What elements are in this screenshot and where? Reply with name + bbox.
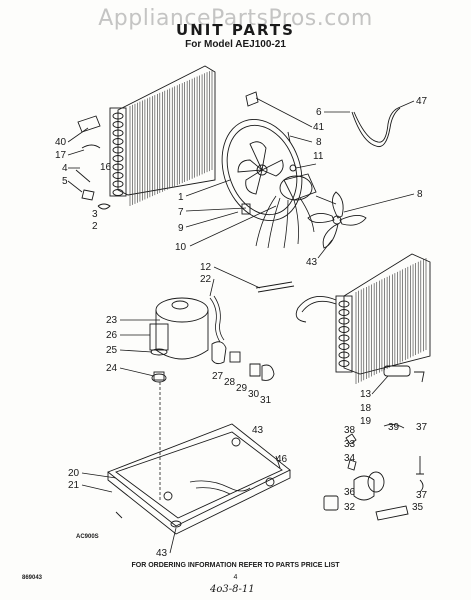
callout-19: 21 [68, 480, 80, 491]
art-code: AC900S [76, 534, 99, 540]
callout-8a: 8 [316, 137, 322, 148]
callout-2: 2 [92, 221, 98, 232]
callout-41: 41 [313, 122, 325, 133]
callout-38: 39 [388, 422, 400, 433]
callout-14: 16 [100, 162, 112, 173]
callout-25: 27 [212, 371, 224, 382]
ordering-footer: FOR ORDERING INFORMATION REFER TO PARTS … [131, 562, 340, 569]
callout-22: 24 [106, 363, 118, 374]
filter-parts [383, 365, 425, 383]
top-small-parts [241, 91, 401, 215]
callout-34: 36 [344, 487, 356, 498]
callout-31: 33 [344, 439, 356, 450]
callout-6: 6 [316, 107, 322, 118]
callout-10: 10 [175, 242, 187, 253]
callout-26: 28 [224, 377, 236, 388]
callout-9: 9 [178, 223, 184, 234]
blower-wheel [221, 118, 303, 222]
callout-17: 19 [360, 416, 372, 427]
mounting-brackets-left [75, 115, 111, 210]
callout-27: 29 [236, 383, 248, 394]
condenser-coil-top [109, 65, 216, 206]
watermark: AppliancePartsPros.com [98, 6, 373, 31]
callout-7: 7 [178, 207, 184, 218]
callout-5: 5 [62, 176, 68, 187]
condenser-fan-blade [307, 191, 367, 249]
callout-47: 47 [416, 96, 428, 107]
callout-29: 31 [260, 395, 272, 406]
page-number: 4 [233, 574, 238, 581]
callout-21: 23 [106, 315, 118, 326]
callout-1: 1 [178, 192, 184, 203]
callout-labels: 40 17 4 5 16 3 2 1 7 9 10 6 41 8 11 47 8 [55, 96, 428, 559]
callout-23: 25 [106, 345, 118, 356]
callout-11: 11 [313, 151, 324, 162]
compressor [149, 297, 209, 500]
callout-36: 37 [416, 422, 428, 433]
callout-40: 43 [306, 257, 318, 268]
callout-4: 4 [62, 163, 68, 174]
callout-46: 46 [276, 454, 288, 465]
small-hardware-middle [211, 341, 275, 381]
callout-12: 12 [200, 262, 212, 273]
base-hardware [231, 437, 281, 469]
document-code: 869043 [22, 575, 43, 581]
callout-16: 18 [360, 403, 372, 414]
wiring-harness [209, 295, 225, 343]
callout-32: 34 [344, 453, 356, 464]
callout-3: 3 [92, 209, 98, 220]
callout-15: 17 [55, 150, 67, 161]
diagram-title: UNIT PARTS [176, 21, 295, 39]
diagram-subtitle: For Model AEJ100-21 [185, 39, 286, 50]
evaporator-coil [295, 253, 431, 384]
callout-13: 13 [360, 389, 372, 400]
callout-37: 38 [344, 425, 356, 436]
fan-motor [255, 173, 337, 249]
heater-element [255, 281, 295, 293]
callout-43b: 43 [156, 548, 168, 559]
callout-28: 30 [248, 389, 260, 400]
base-pan [107, 423, 291, 535]
callout-39: 40 [55, 137, 67, 148]
callout-18: 20 [68, 468, 80, 479]
callout-8b: 8 [417, 189, 423, 200]
callout-20: 22 [200, 274, 212, 285]
callout-24: 26 [106, 330, 118, 341]
callout-33: 35 [412, 502, 424, 513]
callout-30: 32 [344, 502, 356, 513]
handwritten-note: 4o3-8-11 [210, 584, 255, 595]
callout-35: 37 [416, 490, 428, 501]
control-parts [323, 423, 424, 521]
callout-43a: 43 [252, 425, 264, 436]
